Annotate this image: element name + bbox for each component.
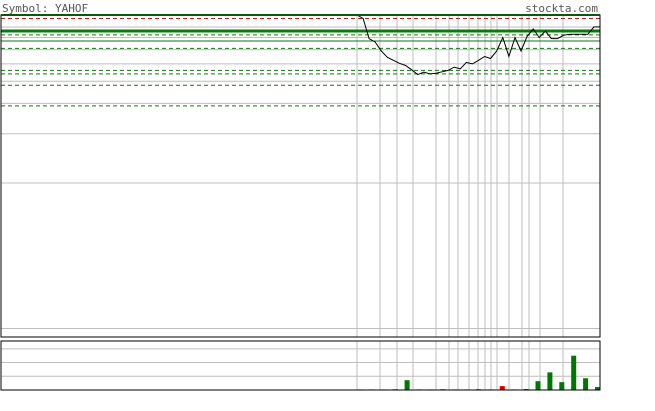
volume-bar xyxy=(404,380,410,390)
symbol-label: Symbol: YAHOF xyxy=(2,2,88,15)
volume-bar xyxy=(499,386,505,390)
volume-bar xyxy=(547,372,553,390)
volume-bar xyxy=(571,355,577,390)
chart-frames xyxy=(0,14,601,391)
price-series xyxy=(356,14,600,76)
volume-pane-frame xyxy=(0,340,601,391)
site-label: stockta.com xyxy=(525,2,598,15)
volume-grid xyxy=(1,341,600,390)
price-line xyxy=(356,14,600,76)
volume-bar xyxy=(535,381,541,390)
support-resistance-lines xyxy=(1,17,600,107)
price-grid xyxy=(1,15,600,337)
volume-bar xyxy=(583,378,589,390)
volume-bar xyxy=(559,382,565,390)
volume-bar xyxy=(595,387,600,390)
